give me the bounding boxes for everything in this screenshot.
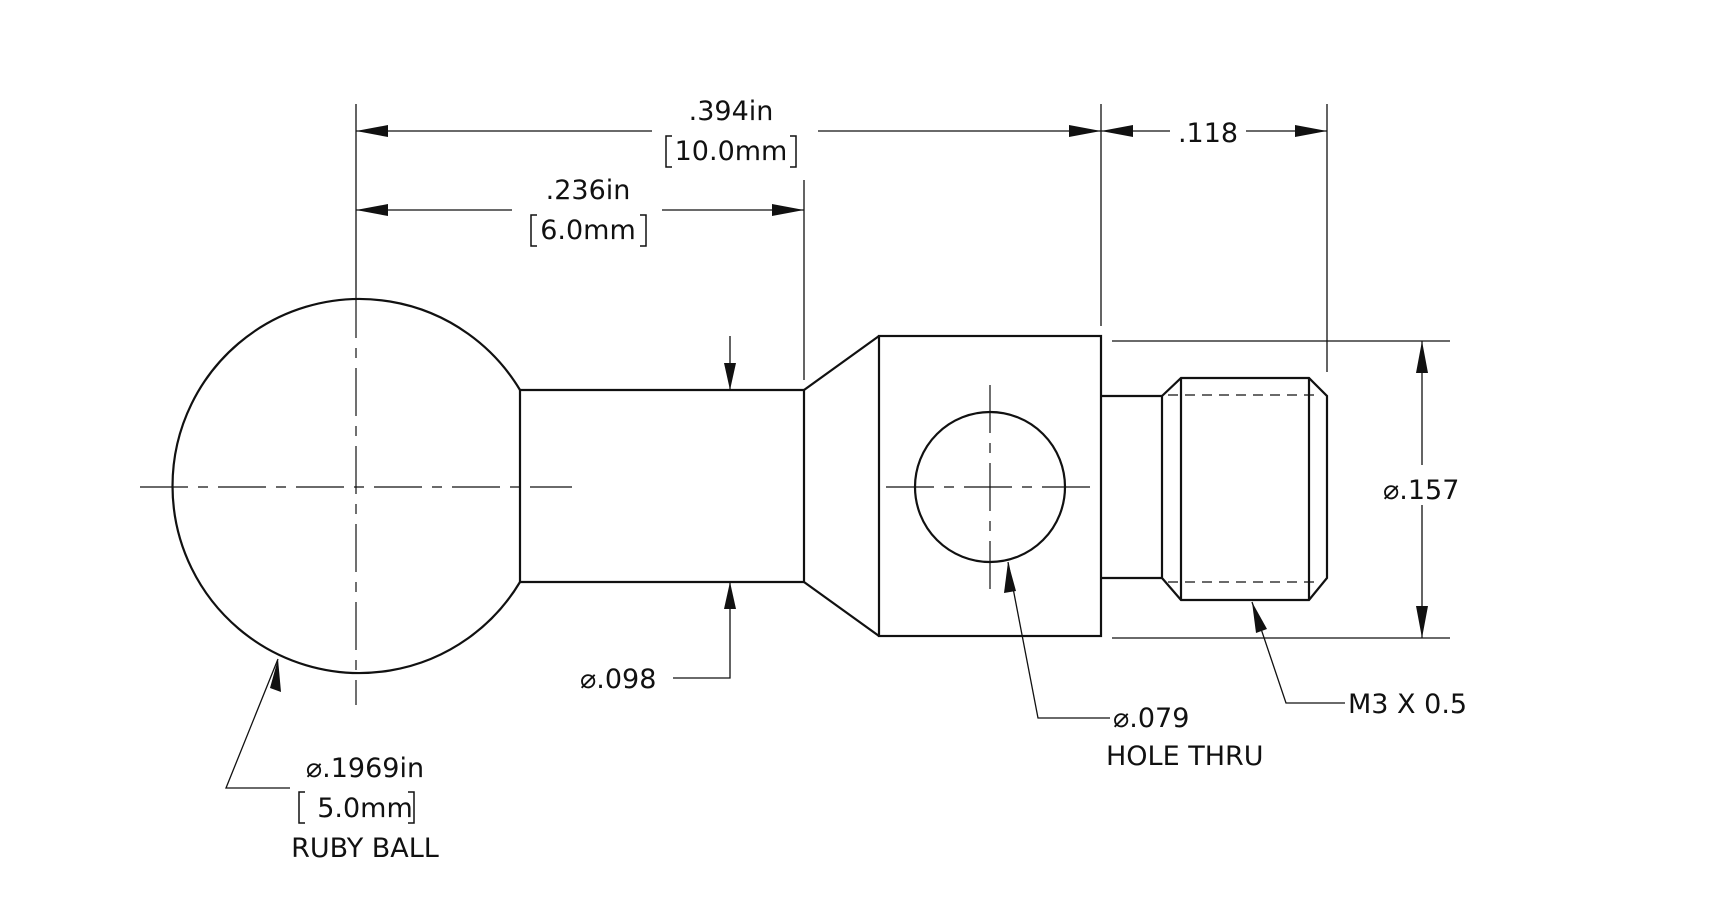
ball-diameter-in-label: ⌀.1969in	[306, 753, 424, 784]
callout-cross-hole: ⌀.079 HOLE THRU	[1004, 561, 1264, 772]
ball-diameter-mm-label: 5.0mm	[317, 793, 413, 824]
overall-length-bracket-left	[665, 135, 672, 168]
callout-thread: M3 X 0.5	[1251, 601, 1467, 720]
extension-lines	[355, 104, 1450, 639]
overall-length-mm-label: 10.0mm	[675, 136, 788, 167]
dim-thread-length: .118	[1101, 118, 1327, 149]
body-block	[877, 334, 1103, 638]
dim-body-height: ⌀.157	[1383, 341, 1459, 638]
callout-ruby-ball: ⌀.1969in 5.0mm RUBY BALL	[225, 658, 439, 864]
taper-outline	[803, 335, 880, 637]
part-outline	[171, 297, 1329, 675]
cross-hole-diameter-label: ⌀.079	[1113, 703, 1189, 734]
ball-to-shoulder-bracket-left	[530, 214, 537, 247]
ball-diameter-bracket-right	[408, 791, 415, 824]
stem-diameter-label: ⌀.098	[580, 664, 656, 695]
dim-overall-length: .394in 10.0mm	[356, 96, 1101, 168]
thread-chamfer-lines	[1179, 378, 1311, 600]
dim-ball-to-shoulder: .236in 6.0mm	[356, 175, 804, 247]
thread-length-label: .118	[1178, 118, 1238, 149]
ruby-ball-outline	[171, 297, 521, 675]
center-lines	[140, 290, 1098, 705]
ball-note-label: RUBY BALL	[291, 833, 439, 864]
cross-hole-note-label: HOLE THRU	[1106, 741, 1264, 772]
thread-minor-dia	[1168, 394, 1321, 583]
dim-stem-diameter: ⌀.098	[580, 336, 736, 695]
ball-to-shoulder-mm-label: 6.0mm	[540, 215, 636, 246]
body-height-label: ⌀.157	[1383, 475, 1459, 506]
ball-diameter-bracket-left	[298, 791, 305, 824]
stem-outline	[518, 388, 806, 584]
neck-outline	[1101, 394, 1162, 580]
ball-to-shoulder-bracket-right	[640, 214, 647, 247]
ball-to-shoulder-in-label: .236in	[546, 175, 631, 206]
overall-length-bracket-right	[790, 135, 797, 168]
overall-length-in-label: .394in	[689, 96, 774, 127]
thread-callout-label: M3 X 0.5	[1348, 689, 1467, 720]
thread-outline	[1160, 376, 1329, 602]
